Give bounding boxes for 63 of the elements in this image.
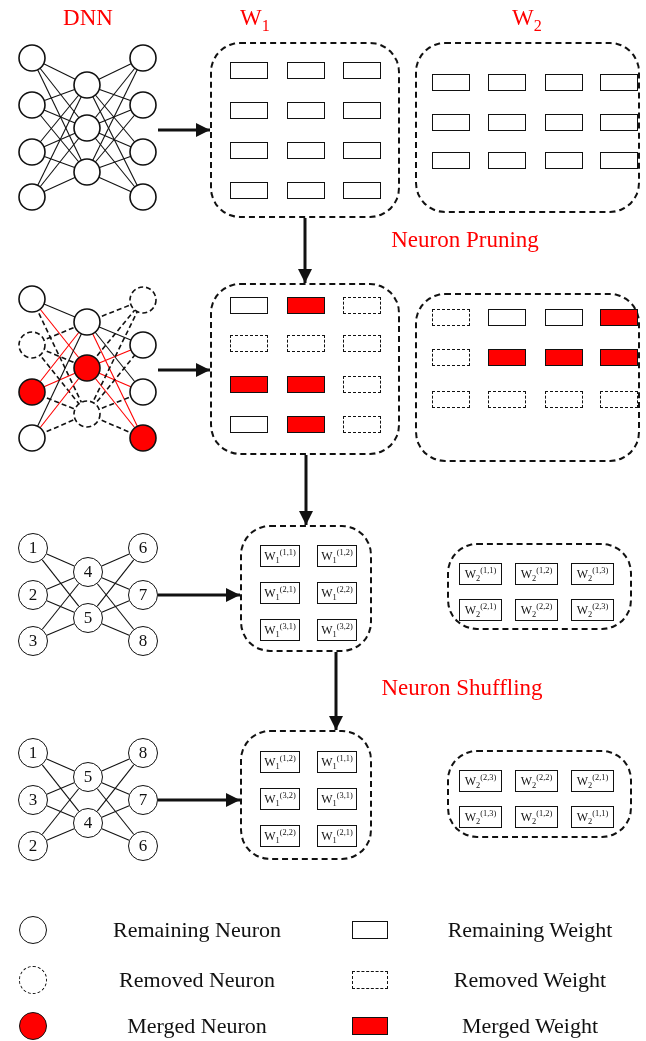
weight-group-frame [210,283,400,455]
connection-line [101,828,130,841]
legend-label: Removed Weight [453,966,607,994]
connection-line [101,623,130,636]
connection-line [96,788,135,835]
connection-line [46,758,75,772]
weight-group-frame [415,293,640,462]
connection-line [46,805,75,818]
connection-line [96,764,135,812]
connection-line [41,583,80,630]
weight-group-frame [240,730,372,860]
connection-line [101,553,130,567]
legend-label: Remaining Weight [447,916,613,944]
neuron-circle: 6 [128,831,158,861]
legend-label: Remaining Neuron [113,916,281,944]
neuron-circle: 3 [18,785,48,815]
neuron-circle: 7 [128,785,158,815]
connection-line [41,788,80,835]
neural-network-drawing [17,43,158,212]
connection-line [101,577,130,590]
connection-line [101,782,130,795]
connection-line [46,828,75,841]
arrow [158,363,210,377]
neuron-circle: 6 [128,533,158,563]
arrow [329,652,343,730]
connection-line [46,600,75,613]
arrow [158,123,210,137]
legend-label: Merged Neuron [127,1012,267,1040]
connection-line [46,577,75,590]
neuron-circle: 2 [18,831,48,861]
arrow [299,455,313,525]
arrow [158,588,240,602]
neuron-circle: 2 [18,580,48,610]
connection-line [46,623,75,636]
neuron-circle: 4 [73,557,103,587]
legend-label: Removed Neuron [119,966,275,994]
weight-group-frame [447,750,632,838]
weight-group-frame [447,543,632,630]
neuron-circle: 5 [73,762,103,792]
neuron-circle: 1 [18,738,48,768]
weight-group-frame [240,525,372,652]
neuron-circle: 7 [128,580,158,610]
neuron-circle: 8 [128,626,158,656]
neuron-circle: 1 [18,533,48,563]
connection-line [101,758,130,772]
arrow [298,218,312,283]
connection-line [46,553,75,567]
matrix-heading: W$_{2}$ [512,4,542,32]
connection-line [101,600,130,613]
connection-line [101,805,130,818]
arrow [158,793,240,807]
neuron-circle: 8 [128,738,158,768]
neuron-circle: 3 [18,626,48,656]
connection-line [41,764,80,812]
neuron-circle: 5 [73,603,103,633]
connection-line [46,782,75,795]
neuron-circle: 4 [73,808,103,838]
connection-line [41,559,80,607]
connection-line [96,559,135,607]
legend-label: Merged Weight [461,1012,599,1040]
neural-network-drawing [17,284,158,453]
connection-line [96,583,135,630]
matrix-heading: W$_{1}$ [240,4,270,32]
